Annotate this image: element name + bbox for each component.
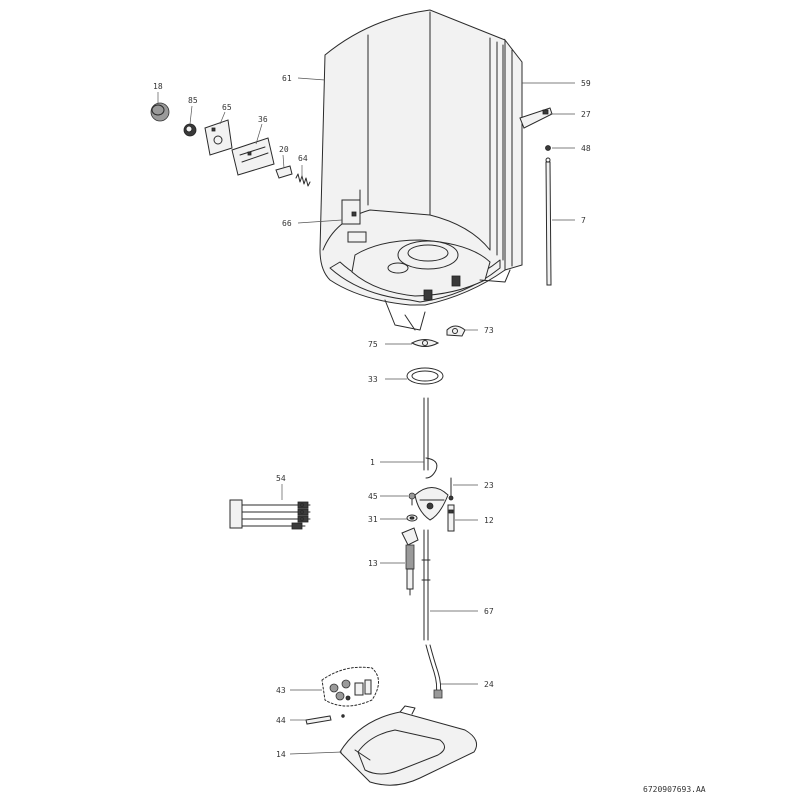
knob-nut bbox=[183, 123, 197, 137]
screw-45 bbox=[408, 492, 416, 506]
callout-23: 23 bbox=[484, 481, 494, 490]
bottom-cover bbox=[339, 705, 477, 786]
callout-61: 61 bbox=[282, 74, 292, 83]
callout-27: 27 bbox=[581, 110, 591, 119]
callout-45: 45 bbox=[368, 492, 378, 501]
callout-12: 12 bbox=[484, 516, 494, 525]
small-ring bbox=[545, 145, 551, 151]
callout-1: 1 bbox=[370, 458, 375, 467]
callout-73: 73 bbox=[484, 326, 494, 335]
callout-13: 13 bbox=[368, 559, 378, 568]
callout-18: 18 bbox=[153, 82, 163, 91]
heating-element bbox=[414, 397, 449, 521]
callout-48: 48 bbox=[581, 144, 591, 153]
callout-43: 43 bbox=[276, 686, 286, 695]
probe-rod bbox=[421, 529, 431, 641]
flange-gasket-73 bbox=[446, 325, 466, 337]
callout-85: 85 bbox=[188, 96, 198, 105]
callout-36: 36 bbox=[258, 115, 268, 124]
anode-rod bbox=[545, 157, 552, 286]
callout-75: 75 bbox=[368, 340, 378, 349]
sensor-clip bbox=[275, 165, 293, 179]
screw-44 bbox=[305, 714, 345, 725]
o-ring bbox=[406, 367, 444, 385]
cable bbox=[425, 644, 443, 699]
callout-24: 24 bbox=[484, 680, 494, 689]
wall-bracket bbox=[519, 107, 553, 129]
callout-67: 67 bbox=[484, 607, 494, 616]
sensor-pin bbox=[448, 477, 454, 501]
thermostat-knob bbox=[150, 102, 170, 122]
wiring-harness bbox=[229, 499, 311, 530]
callout-66: 66 bbox=[282, 219, 292, 228]
washer-31 bbox=[406, 514, 418, 522]
connector bbox=[447, 504, 455, 532]
flange-gasket-75 bbox=[410, 339, 440, 347]
callout-65: 65 bbox=[222, 103, 232, 112]
control-board bbox=[231, 137, 275, 176]
callout-labels: 18 85 65 36 20 64 61 66 59 27 48 7 73 75… bbox=[153, 74, 591, 759]
callout-54: 54 bbox=[276, 474, 286, 483]
spring bbox=[295, 173, 311, 187]
callout-64: 64 bbox=[298, 154, 308, 163]
fittings-kit bbox=[321, 666, 379, 707]
callout-59: 59 bbox=[581, 79, 591, 88]
callout-33: 33 bbox=[368, 375, 378, 384]
leader-lines bbox=[157, 77, 575, 755]
callout-14: 14 bbox=[276, 750, 286, 759]
thermostat-sensor bbox=[401, 527, 419, 596]
callout-44: 44 bbox=[276, 716, 286, 725]
callout-7: 7 bbox=[581, 216, 586, 225]
document-number: 6720907693.AA bbox=[643, 785, 706, 794]
callout-31: 31 bbox=[368, 515, 378, 524]
control-plate bbox=[204, 119, 233, 156]
tank-body bbox=[319, 9, 523, 331]
callout-20: 20 bbox=[279, 145, 289, 154]
